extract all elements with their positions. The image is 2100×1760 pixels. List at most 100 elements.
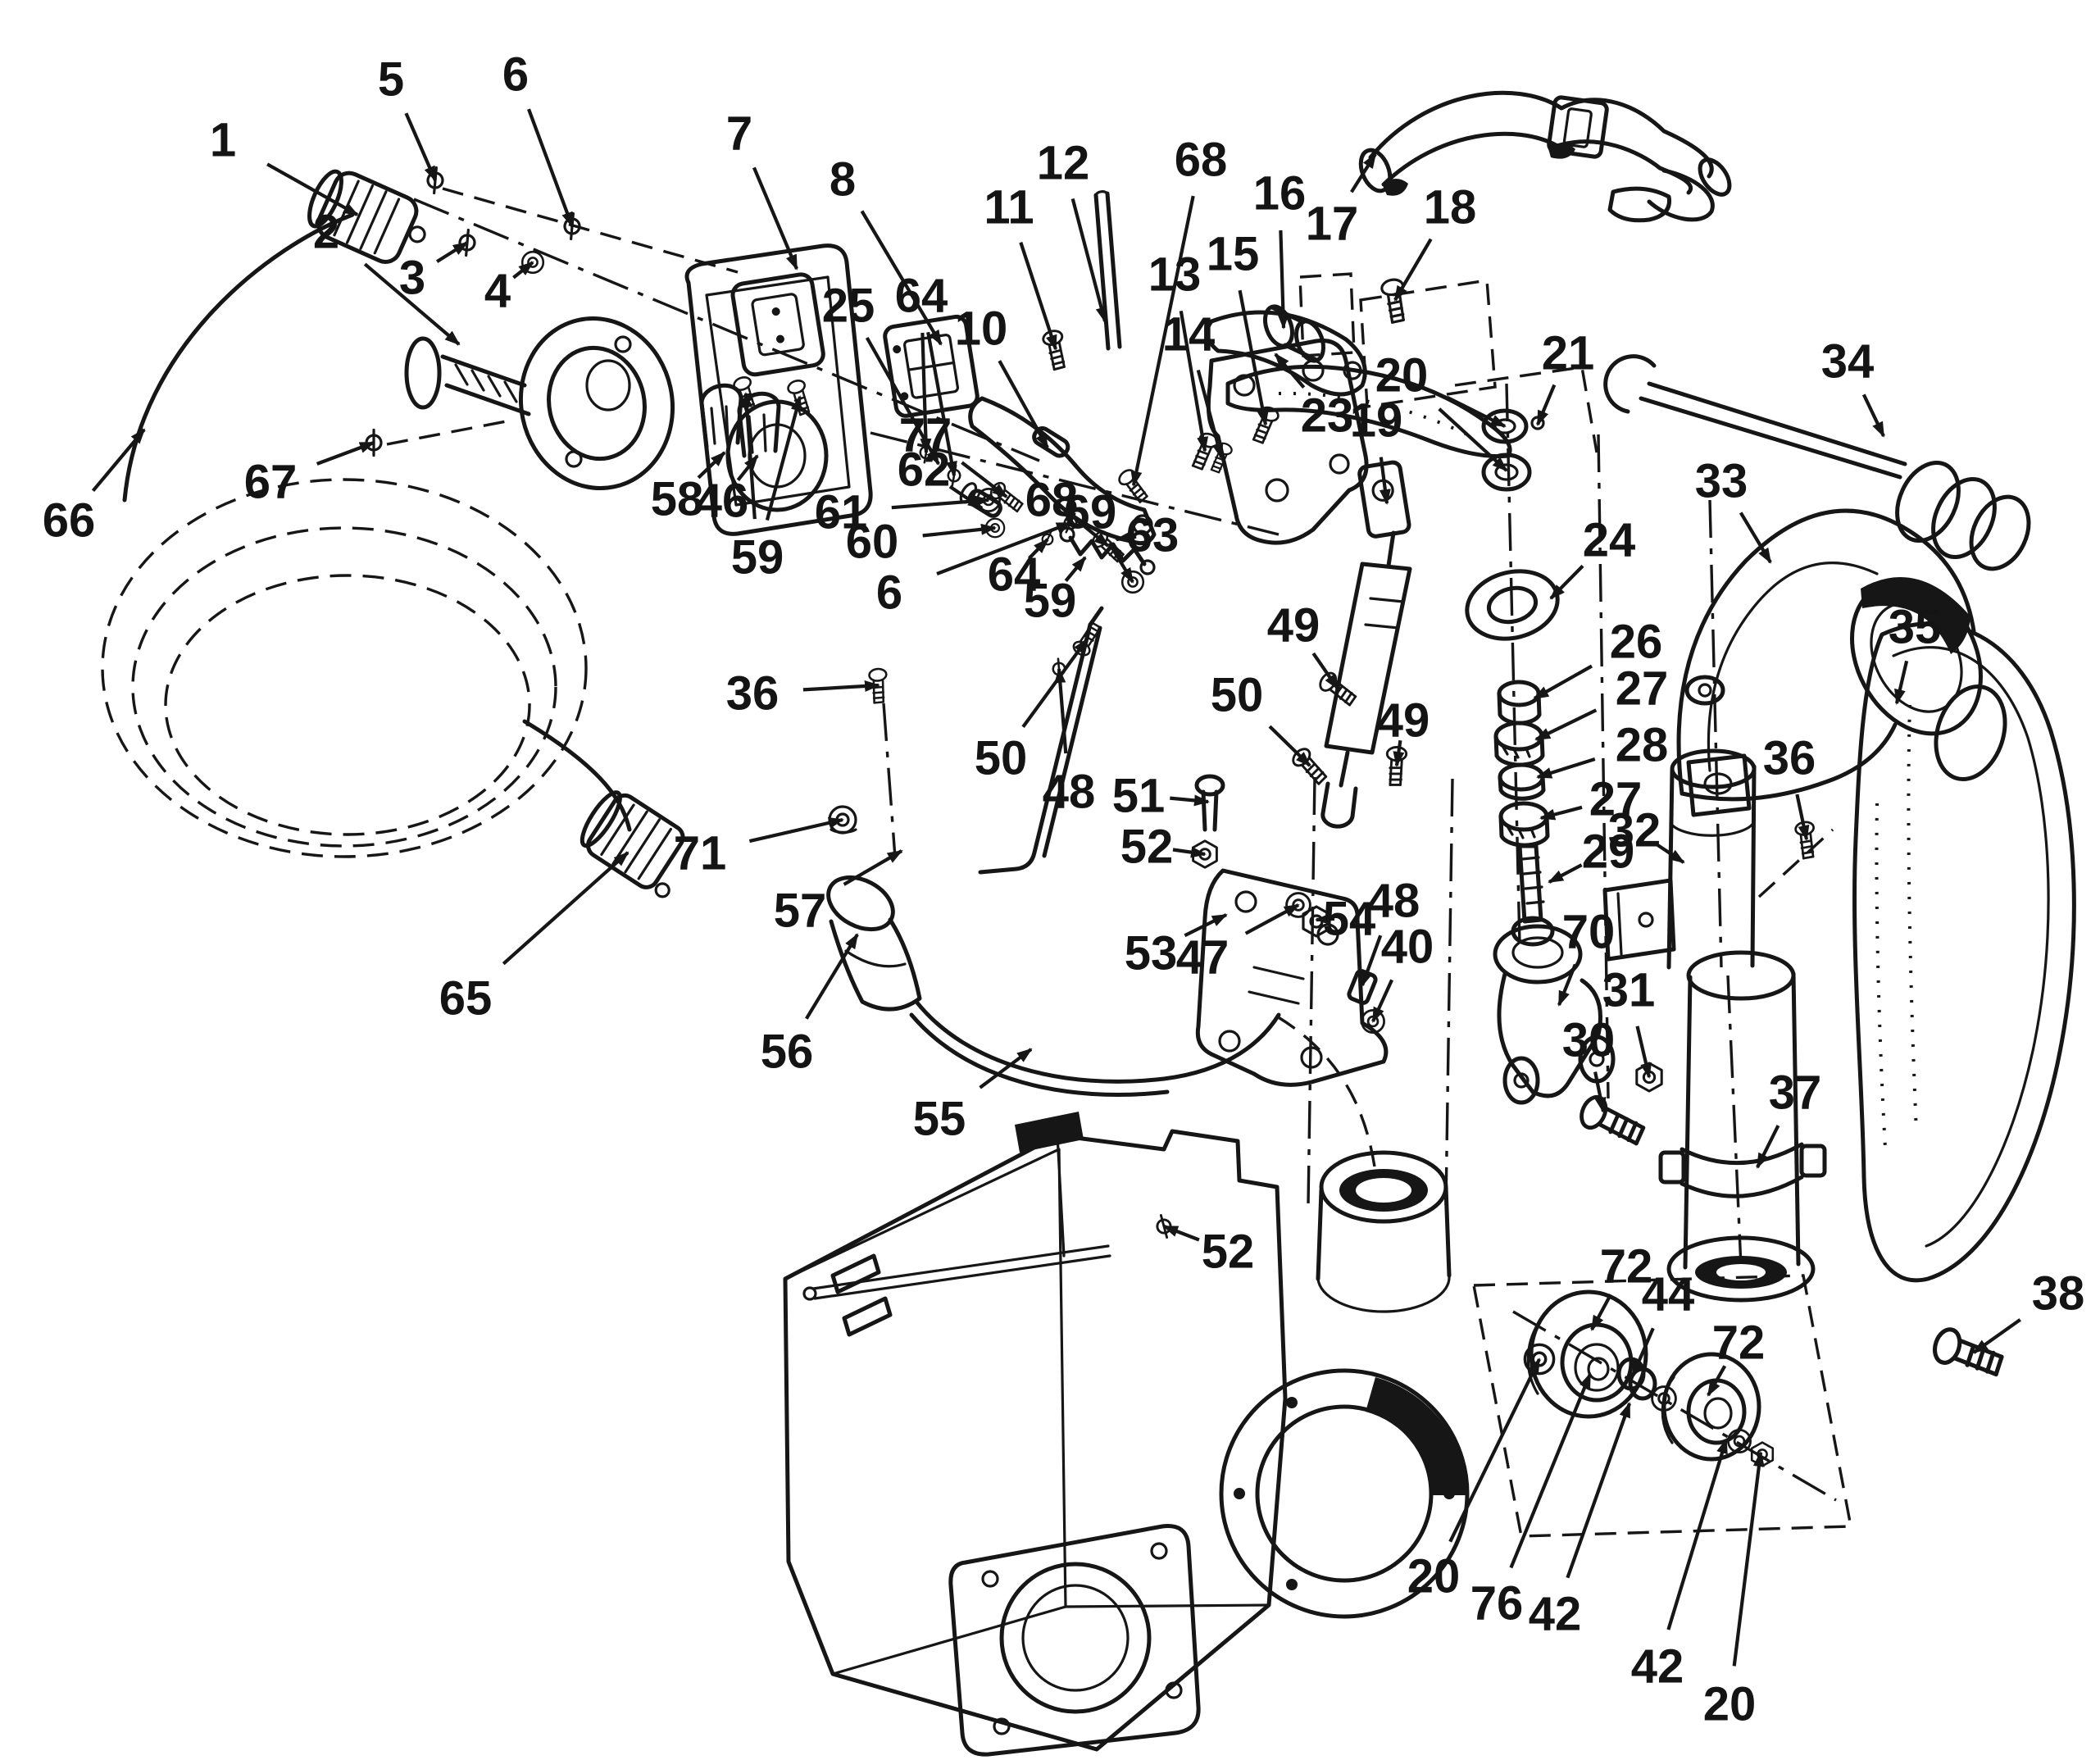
part-number-10: 10 — [955, 302, 1008, 355]
callout-15: 15 — [1207, 227, 1269, 426]
part-number-68: 68 — [1025, 473, 1079, 526]
part-number-60: 60 — [846, 515, 899, 568]
callout-31: 31 — [1602, 963, 1656, 1079]
interlock-assembly — [361, 165, 1040, 536]
callout-52: 52 — [1120, 820, 1207, 873]
callout-51: 51 — [1112, 769, 1210, 822]
part-number-2: 2 — [313, 205, 339, 258]
part-number-48: 48 — [1043, 765, 1096, 818]
leader-line-8 — [860, 210, 943, 346]
callout-64: 64 — [988, 538, 1049, 601]
part-number-64: 64 — [895, 269, 948, 322]
part-number-34: 34 — [1821, 334, 1875, 388]
part-number-59: 59 — [731, 530, 784, 584]
callout-33: 33 — [1695, 454, 1772, 564]
callout-4: 4 — [484, 261, 534, 317]
part-number-42: 42 — [1631, 1639, 1684, 1693]
leader-line-16 — [1277, 230, 1289, 330]
part-number-27: 27 — [1616, 662, 1669, 715]
callout-2: 2 — [313, 205, 461, 346]
callout-66: 66 — [43, 428, 146, 547]
callout-52: 52 — [1162, 1225, 1254, 1278]
part-number-66: 66 — [43, 493, 96, 547]
leader-line-32 — [1655, 843, 1685, 864]
callout-14: 14 — [1162, 307, 1224, 459]
callout-10: 10 — [955, 302, 1049, 449]
leader-line-20 — [1438, 407, 1508, 472]
part-number-70: 70 — [1562, 905, 1616, 958]
impeller-opening — [1219, 1368, 1470, 1619]
leader-line-6 — [936, 521, 1072, 575]
part-number-42: 42 — [1529, 1587, 1582, 1640]
callout-48: 48 — [1361, 874, 1420, 987]
leader-line-40 — [1371, 979, 1394, 1023]
callout-27: 27 — [1539, 772, 1642, 825]
callout-68: 68 — [1130, 133, 1227, 487]
callout-12: 12 — [1037, 136, 1107, 323]
callout-47: 47 — [1176, 903, 1300, 984]
leader-line-12 — [1070, 198, 1107, 323]
part-number-67: 67 — [244, 455, 298, 508]
callout-6: 6 — [502, 48, 574, 228]
part-number-38: 38 — [2032, 1267, 2085, 1320]
callout-5: 5 — [378, 52, 437, 182]
leader-line-14 — [1196, 369, 1224, 459]
part-number-17: 17 — [1306, 197, 1359, 250]
part-number-63: 63 — [1126, 508, 1180, 562]
callout-30: 30 — [1562, 1013, 1615, 1113]
leader-line-18 — [1393, 238, 1433, 302]
leader-line-7 — [752, 166, 798, 271]
pulley-group — [1471, 1274, 1853, 1538]
callout-63: 63 — [1115, 508, 1180, 562]
leader-line-59 — [765, 395, 802, 521]
leader-line-76 — [1509, 1372, 1592, 1569]
part-number-11: 11 — [984, 180, 1034, 234]
callout-59: 59 — [731, 392, 802, 584]
callout-58: 58 — [651, 451, 726, 525]
part-number-31: 31 — [1602, 963, 1656, 1016]
callout-42: 42 — [1631, 1438, 1729, 1693]
leader-line-33 — [1739, 512, 1772, 564]
part-number-72: 72 — [1600, 1239, 1653, 1293]
callout-53: 53 — [1125, 913, 1228, 980]
part-number-23: 23 — [1301, 389, 1354, 442]
rocker-switch — [883, 314, 980, 418]
leader-line-27 — [1539, 805, 1583, 821]
leader-line-72 — [1590, 1294, 1612, 1331]
part-number-25: 25 — [822, 279, 875, 332]
leader-line-52 — [1162, 1225, 1200, 1242]
leader-line-24 — [1549, 564, 1584, 600]
callout-44: 44 — [1631, 1267, 1694, 1377]
part-number-13: 13 — [1148, 248, 1202, 301]
leader-line-50 — [1268, 725, 1311, 767]
part-number-40: 40 — [1381, 920, 1434, 973]
chute-elbow — [1676, 508, 1983, 817]
callout-69: 69 — [1064, 485, 1134, 584]
part-number-7: 7 — [726, 107, 752, 160]
chute-tube-upper — [1602, 499, 1834, 970]
callout-37: 37 — [1756, 1066, 1821, 1169]
part-number-69: 69 — [1064, 485, 1117, 539]
part-number-1: 1 — [210, 113, 236, 166]
callout-42: 42 — [1529, 1402, 1631, 1640]
part-number-26: 26 — [1610, 615, 1663, 668]
callout-38: 38 — [1972, 1267, 2085, 1354]
part-number-61: 61 — [815, 485, 868, 539]
leader-line-42 — [1666, 1438, 1729, 1630]
leader-line-21 — [1536, 384, 1557, 426]
clevis-fork-46 — [737, 391, 781, 458]
callout-72: 72 — [1590, 1239, 1653, 1331]
callout-32: 32 — [1608, 803, 1685, 864]
leader-line-26 — [1533, 664, 1593, 700]
leader-line-77 — [961, 461, 1008, 498]
part-number-54: 54 — [1323, 892, 1376, 945]
part-number-16: 16 — [1253, 166, 1307, 220]
callout-35: 35 — [1889, 600, 1941, 705]
callout-27: 27 — [1534, 662, 1669, 741]
chute-crank-rod — [1603, 354, 2031, 571]
part-number-36: 36 — [1763, 731, 1816, 784]
part-number-8: 8 — [830, 152, 856, 206]
leader-line-65 — [502, 851, 630, 966]
callout-20: 20 — [1703, 1451, 1765, 1730]
